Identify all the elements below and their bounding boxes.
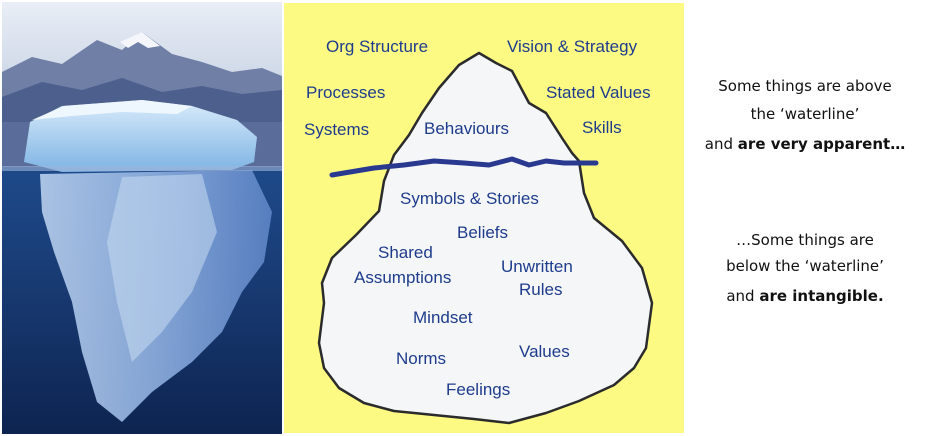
label-org-structure: Org Structure [326, 37, 429, 56]
iceberg-photo [2, 2, 282, 434]
label-systems: Systems [304, 120, 370, 139]
below-note-line-3: and are intangible. [690, 286, 920, 306]
label-skills: Skills [582, 118, 622, 137]
above-note-line-3: and are very apparent… [690, 134, 920, 154]
below-note-prefix: and [726, 287, 760, 305]
label-processes: Processes [306, 83, 386, 102]
iceberg-photo-illustration [2, 2, 282, 434]
explanation-panel: Some things are above the ‘waterline’ an… [690, 0, 920, 436]
label-unwritten: Unwritten [501, 257, 573, 276]
label-behaviours: Behaviours [424, 119, 510, 138]
label-beliefs: Beliefs [457, 223, 509, 242]
below-note-emphasis: are intangible. [759, 287, 884, 305]
label-values: Values [519, 342, 570, 361]
iceberg-diagram: Org Structure Vision & Strategy Processe… [284, 3, 684, 433]
above-note-line-2: the ‘waterline’ [750, 105, 860, 123]
label-assumptions: Assumptions [354, 268, 452, 287]
below-note-line-1: …Some things are [736, 231, 874, 249]
waterline [329, 156, 599, 178]
label-stated-values: Stated Values [546, 83, 651, 102]
label-mindset: Mindset [413, 308, 473, 327]
label-feelings: Feelings [446, 380, 511, 399]
below-note-line-2: below the ‘waterline’ [726, 257, 884, 275]
label-vision-strategy: Vision & Strategy [507, 37, 638, 56]
label-norms: Norms [396, 349, 447, 368]
above-note-line-1: Some things are above [718, 77, 892, 95]
iceberg-outline [317, 51, 654, 425]
label-rules: Rules [519, 280, 563, 299]
above-note-prefix: and [704, 135, 738, 153]
iceberg-shape [317, 51, 654, 425]
label-symbols-stories: Symbols & Stories [400, 189, 539, 208]
label-shared: Shared [378, 243, 433, 262]
above-note-emphasis: are very apparent… [737, 135, 906, 153]
